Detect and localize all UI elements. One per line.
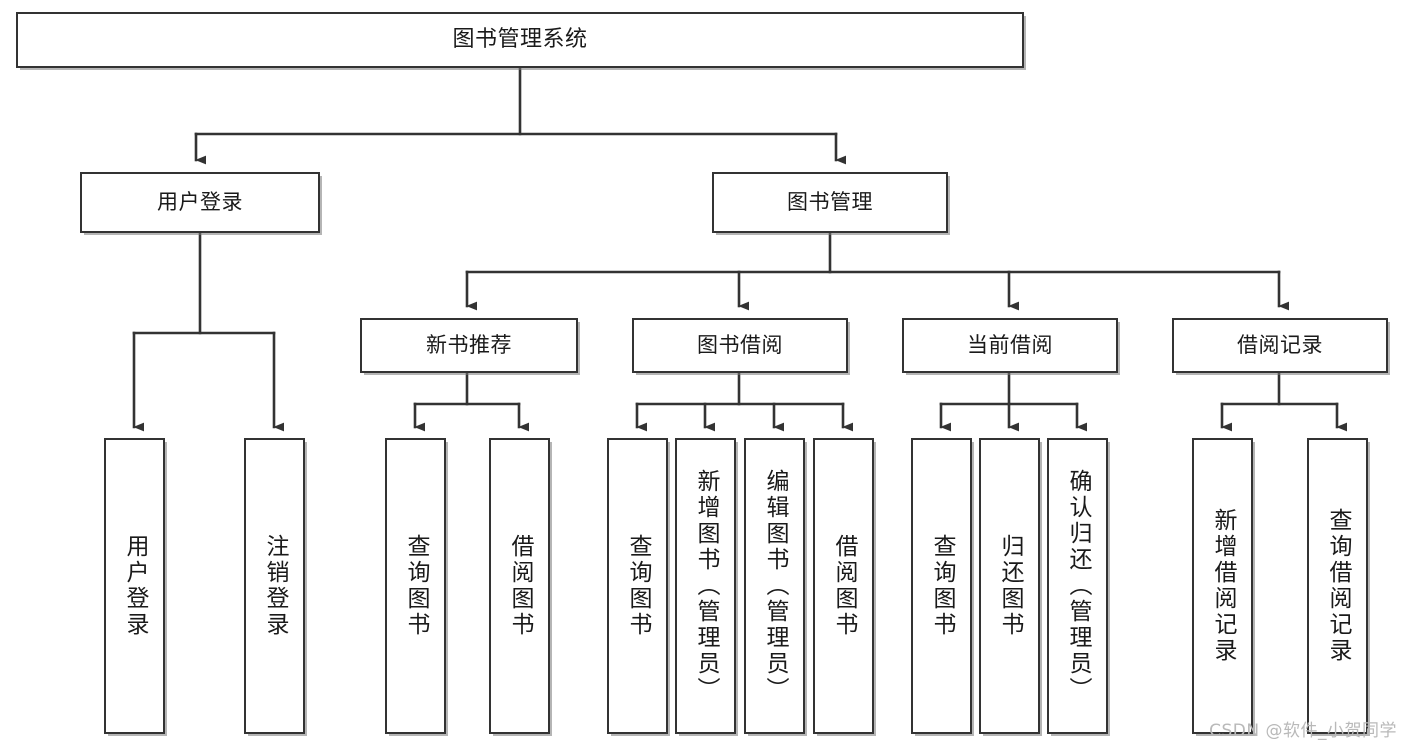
node-leaf-edit-book-label: 编辑图书（管理员） — [762, 469, 788, 703]
node-leaf-borrow-book-2-label: 借阅图书 — [831, 534, 857, 638]
node-book-manage[interactable]: 图书管理 — [712, 172, 948, 233]
node-leaf-borrow-book-2[interactable]: 借阅图书 — [813, 438, 874, 734]
node-new-book-rec[interactable]: 新书推荐 — [360, 318, 578, 373]
node-leaf-confirm-return[interactable]: 确认归还（管理员） — [1047, 438, 1108, 734]
node-leaf-borrow-book-1-label: 借阅图书 — [507, 534, 533, 638]
node-borrow-record[interactable]: 借阅记录 — [1172, 318, 1388, 373]
node-leaf-add-book[interactable]: 新增图书（管理员） — [675, 438, 736, 734]
node-leaf-logout-login-label: 注销登录 — [262, 534, 288, 638]
node-book-manage-label: 图书管理 — [787, 190, 873, 215]
node-leaf-confirm-return-label: 确认归还（管理员） — [1065, 469, 1091, 703]
node-leaf-query-book-2-label: 查询图书 — [625, 534, 651, 638]
node-leaf-query-book-3-label: 查询图书 — [929, 534, 955, 638]
node-leaf-borrow-book-1[interactable]: 借阅图书 — [489, 438, 550, 734]
node-leaf-query-record[interactable]: 查询借阅记录 — [1307, 438, 1368, 734]
node-leaf-add-book-label: 新增图书（管理员） — [693, 469, 719, 703]
node-leaf-add-record[interactable]: 新增借阅记录 — [1192, 438, 1253, 734]
node-leaf-add-record-label: 新增借阅记录 — [1210, 508, 1236, 664]
node-user-login-label: 用户登录 — [157, 190, 243, 215]
csdn-watermark: CSDN @软件_小贺同学 — [1209, 721, 1397, 741]
node-root[interactable]: 图书管理系统 — [16, 12, 1024, 68]
node-leaf-return-book[interactable]: 归还图书 — [979, 438, 1040, 734]
node-new-book-rec-label: 新书推荐 — [426, 333, 512, 358]
node-leaf-return-book-label: 归还图书 — [997, 534, 1023, 638]
node-current-borrow-label: 当前借阅 — [967, 333, 1053, 358]
node-root-label: 图书管理系统 — [452, 26, 588, 52]
node-borrow-record-label: 借阅记录 — [1237, 333, 1323, 358]
node-book-borrow-label: 图书借阅 — [697, 333, 783, 358]
node-leaf-user-login-label: 用户登录 — [122, 534, 148, 638]
node-leaf-query-record-label: 查询借阅记录 — [1325, 508, 1351, 664]
node-book-borrow[interactable]: 图书借阅 — [632, 318, 848, 373]
node-current-borrow[interactable]: 当前借阅 — [902, 318, 1118, 373]
node-leaf-edit-book[interactable]: 编辑图书（管理员） — [744, 438, 805, 734]
node-user-login[interactable]: 用户登录 — [80, 172, 320, 233]
node-leaf-query-book-1-label: 查询图书 — [403, 534, 429, 638]
node-leaf-query-book-3[interactable]: 查询图书 — [911, 438, 972, 734]
node-leaf-query-book-2[interactable]: 查询图书 — [607, 438, 668, 734]
node-leaf-query-book-1[interactable]: 查询图书 — [385, 438, 446, 734]
node-leaf-user-login[interactable]: 用户登录 — [104, 438, 165, 734]
node-leaf-logout-login[interactable]: 注销登录 — [244, 438, 305, 734]
